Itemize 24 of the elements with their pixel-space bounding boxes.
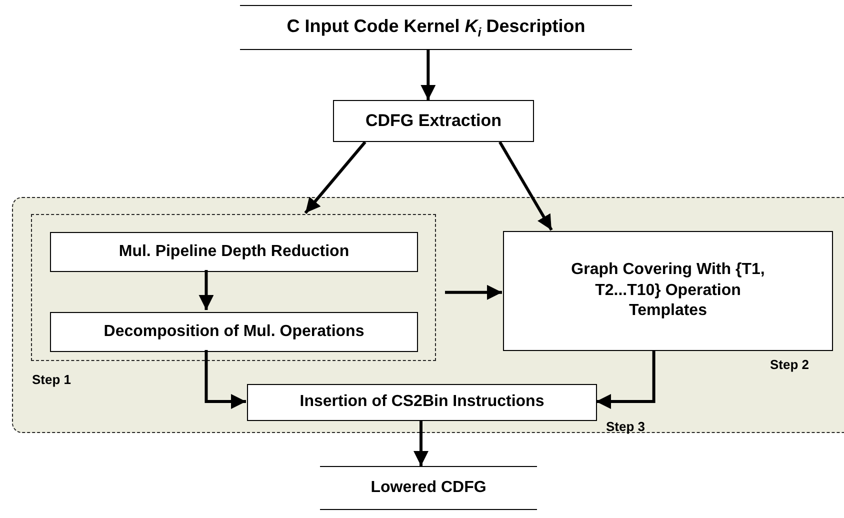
arrow [414,420,428,466]
process-box [50,232,418,272]
step-label: Step 2 [770,357,810,372]
arrow [498,141,553,231]
node-text: CDFG Extraction [365,110,502,132]
arrow [596,350,656,409]
process-box [50,312,418,352]
step-region [12,197,844,433]
process-box [333,100,534,142]
arrow [304,141,366,214]
step-label: Step 3 [606,419,646,434]
arrow [445,284,502,300]
arrow [198,270,214,310]
node-text: Decomposition of Mul. Operations [104,322,364,342]
arrow [420,50,436,100]
node-text: Insertion of CS2Bin Instructions [300,392,544,412]
step-label: Step 1 [32,372,72,387]
node-text: Lowered CDFG [370,478,486,498]
node-text: Graph Covering With {T1, T2...T10} Operation Templates [570,260,766,322]
node-text: C Input Code Kernel K$_{i}$ Description [286,14,586,40]
node-text: Mul. Pipeline Depth Reduction [118,242,350,262]
arrow [204,350,246,409]
data-store-label [320,466,537,510]
data-store-label [240,5,632,50]
